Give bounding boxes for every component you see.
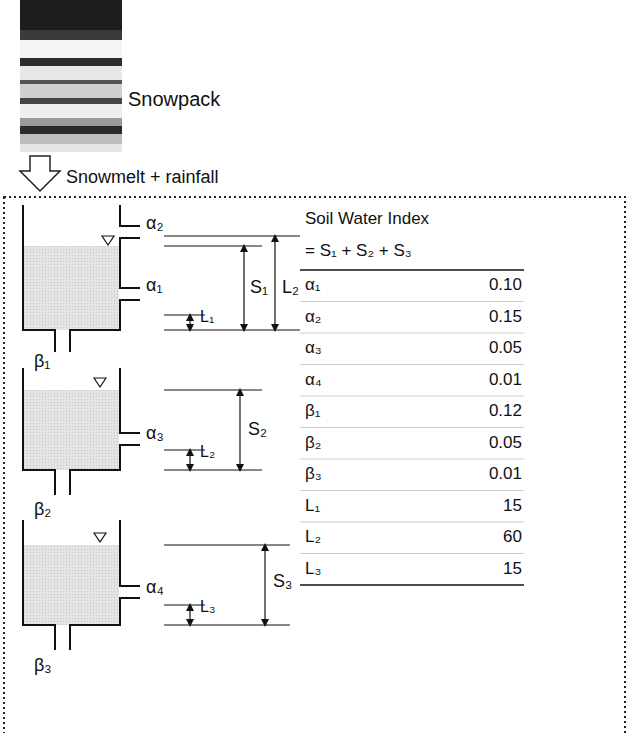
storage-label: S₂ bbox=[248, 420, 267, 440]
table-value: 0.01 bbox=[489, 465, 522, 484]
table-value: 15 bbox=[503, 497, 522, 516]
water-level-marks bbox=[94, 236, 114, 542]
table-value: 0.05 bbox=[489, 434, 522, 453]
table-cell: L₁ bbox=[305, 497, 320, 516]
dimension-lines bbox=[164, 236, 300, 625]
table-header: = S₁ + S₂ + S₃ bbox=[305, 242, 412, 261]
storage-label: S₃ bbox=[273, 572, 292, 592]
height-label: L₃ bbox=[200, 598, 215, 616]
table-rules bbox=[300, 270, 524, 585]
table-cell: L₂ bbox=[305, 528, 321, 547]
table-cell: α₁ bbox=[305, 276, 321, 295]
height-label: L₂ bbox=[200, 443, 215, 461]
table-cell: L₃ bbox=[305, 560, 321, 579]
table-value: 0.15 bbox=[489, 308, 522, 327]
table-cell: β₂ bbox=[305, 434, 321, 453]
outlet-label: α₁ bbox=[146, 276, 162, 296]
snowpack-image bbox=[20, 0, 122, 152]
table-cell: α₄ bbox=[305, 371, 322, 390]
table-cell: α₂ bbox=[305, 308, 321, 327]
table-value: 0.10 bbox=[489, 276, 522, 295]
outlet-label: β₃ bbox=[34, 656, 52, 676]
table-value: 60 bbox=[503, 528, 522, 547]
image-label: Snowpack bbox=[128, 88, 220, 110]
table-value: 0.12 bbox=[489, 402, 522, 421]
table-header: Soil Water Index bbox=[305, 210, 429, 229]
outlet-label: α₂ bbox=[146, 214, 163, 234]
model-frame bbox=[4, 197, 625, 733]
outlet-label: β₁ bbox=[34, 352, 50, 372]
flow-label: Snowmelt + rainfall bbox=[66, 168, 219, 188]
outlet-label: α₄ bbox=[146, 578, 164, 598]
table-value: 0.05 bbox=[489, 339, 522, 358]
height-label: L₁ bbox=[200, 308, 214, 326]
table-value: 15 bbox=[503, 560, 522, 579]
tanks bbox=[23, 205, 140, 650]
flow-arrow bbox=[20, 156, 60, 191]
outlet-label: β₂ bbox=[34, 500, 51, 520]
table-cell: β₃ bbox=[305, 465, 322, 484]
storage-label: S₁ bbox=[250, 278, 268, 298]
table-cell: α₃ bbox=[305, 339, 322, 358]
table-value: 0.01 bbox=[489, 371, 522, 390]
outlet-label: α₃ bbox=[146, 424, 164, 444]
table-cell: β₁ bbox=[305, 402, 321, 421]
height-label: L₂ bbox=[282, 278, 299, 298]
